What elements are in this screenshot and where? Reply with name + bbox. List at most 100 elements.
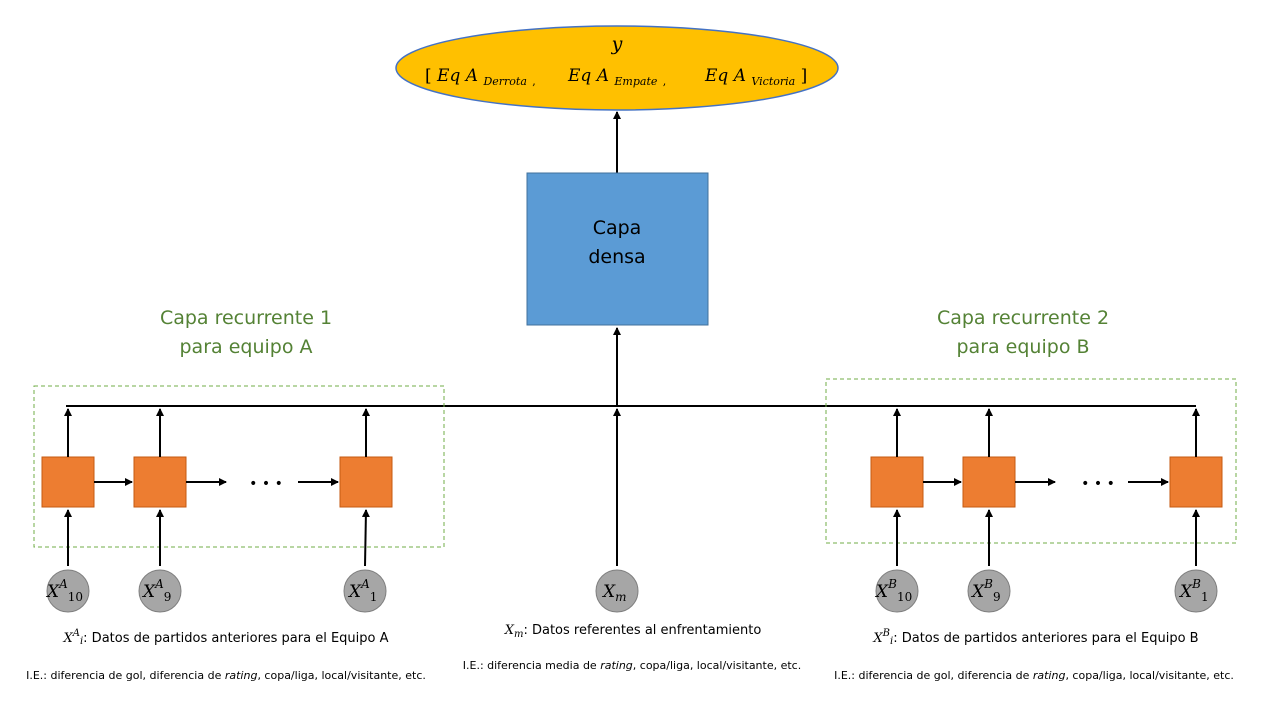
recurrent-a-border [33,385,445,548]
caption-b-base: X [872,631,883,646]
caption-m-sub: m [514,629,523,640]
note-b-post: , copa/liga, local/visitante, etc. [1065,669,1233,682]
input-circle-a-10 [46,569,90,613]
output-sep-1: , [663,75,667,88]
input-b-1-sup: B [1191,577,1201,591]
input-b-10-sub: 10 [897,590,912,604]
note-a-post: , copa/liga, local/visitante, etc. [257,669,425,682]
dense-layer-box [526,172,709,326]
note-a-em: rating [225,669,258,682]
caption-a-base: X [62,631,73,646]
input-label-a-1: XA1 [347,577,377,604]
ellipsis-b: • • • [1081,476,1115,492]
input-a-1-base: X [347,582,362,602]
output-node: y [ Eq A Derrota , Eq A Empate , Eq A Vi… [395,25,839,111]
recurrent-b-title-1: Capa recurrente 2 [937,307,1109,329]
recurrent-b-border [825,378,1237,544]
input-b-1-base: X [1178,582,1193,602]
input-node-m: Xm [595,569,639,613]
output-item-2: Eq A [704,66,746,86]
input-b-1-sub: 1 [1201,590,1209,604]
output-item-1: Eq A [567,66,609,86]
caption-b-sup: B [882,628,890,639]
output-symbol: y [611,33,623,55]
input-circle-b-1 [1174,569,1218,613]
input-circle-a-1 [343,569,387,613]
input-label-b-10: XB10 [874,577,912,604]
input-a-10-sup: A [58,577,68,591]
input-m-sub: m [615,590,626,604]
input-b-9-base: X [970,582,985,602]
recurrent-a-title-1: Capa recurrente 1 [160,307,332,329]
note-m-post: , copa/liga, local/visitante, etc. [633,659,801,672]
input-node-a-10: XA10 [45,569,90,613]
output-sep-0: , [532,75,536,88]
input-node-b-1: XB1 [1174,569,1218,613]
rnn-cell-a-1 [339,456,393,508]
caption-b: XBi: Datos de partidos anteriores para e… [872,628,1198,647]
input-a-9-sub: 9 [164,590,172,604]
caption-b-text: : Datos de partidos anteriores para el E… [893,631,1198,646]
input-node-a-1: XA1 [343,569,387,613]
recurrent-b-title-2: para equipo B [956,336,1089,358]
input-b-10-base: X [874,582,889,602]
recurrent-layer-b: • • • [825,378,1237,566]
note-b-em: rating [1033,669,1066,682]
input-label-b-1: XB1 [1178,577,1209,604]
note-m-pre: I.E.: diferencia media de [463,659,600,672]
input-a-1-sup: A [360,577,370,591]
dense-layer: Capa densa [526,172,709,326]
input-circle-m [595,569,639,613]
input-a-9-base: X [141,582,156,602]
output-sub-1: Empate [613,75,657,88]
input-label-a-10: XA10 [45,577,83,604]
dense-layer-label-2: densa [588,246,645,268]
input-node-b-10: XB10 [874,569,919,613]
input-label-m: Xm [601,582,627,604]
recurrent-a-title-2: para equipo A [180,336,313,358]
input-circle-b-10 [875,569,919,613]
input-circle-b-9 [967,569,1011,613]
arrow-input-a-1 [361,509,370,567]
caption-b-sub: i [890,636,893,647]
input-b-9-sup: B [983,577,993,591]
input-m-base: X [601,582,616,602]
rnn-cell-a-9 [133,456,187,508]
note-b-pre: I.E.: diferencia de gol, diferencia de [834,669,1033,682]
input-label-a-9: XA9 [141,577,171,604]
note-m: I.E.: diferencia media de rating, copa/l… [463,659,801,672]
input-a-9-sup: A [154,577,164,591]
input-a-10-sub: 10 [68,590,83,604]
input-circle-a-9 [138,569,182,613]
caption-m: Xm: Datos referentes al enfrentamiento [504,623,762,640]
rnn-cell-b-1 [1169,456,1223,508]
input-a-10-base: X [45,582,60,602]
input-a-1-sub: 1 [370,590,378,604]
note-a: I.E.: diferencia de gol, diferencia de r… [26,669,426,682]
note-a-pre: I.E.: diferencia de gol, diferencia de [26,669,225,682]
note-m-em: rating [600,659,633,672]
output-item-0: Eq A [436,66,478,86]
note-b: I.E.: diferencia de gol, diferencia de r… [834,669,1234,682]
caption-a-sup: A [72,628,80,639]
dense-layer-label-1: Capa [593,217,642,239]
output-ellipse [395,25,839,111]
recurrent-layer-a: • • • [33,385,445,567]
output-bracket-close: ] [801,66,808,86]
output-bracket-open: [ [425,66,432,86]
ellipsis-a: • • • [249,476,283,492]
input-label-b-9: XB9 [970,577,1001,604]
caption-m-text: : Datos referentes al enfrentamiento [523,623,761,638]
output-vector: [ Eq A Derrota , Eq A Empate , Eq A Vict… [425,66,807,90]
caption-m-base: X [504,623,515,638]
input-node-a-9: XA9 [138,569,182,613]
input-node-b-9: XB9 [967,569,1011,613]
input-b-9-sub: 9 [993,590,1001,604]
output-sub-2: Victoria [751,75,795,88]
rnn-cell-a-10 [41,456,95,508]
caption-a: XAi: Datos de partidos anteriores para e… [62,628,388,647]
input-b-10-sup: B [887,577,897,591]
caption-a-text: : Datos de partidos anteriores para el E… [83,631,388,646]
rnn-cell-b-10 [870,456,924,508]
